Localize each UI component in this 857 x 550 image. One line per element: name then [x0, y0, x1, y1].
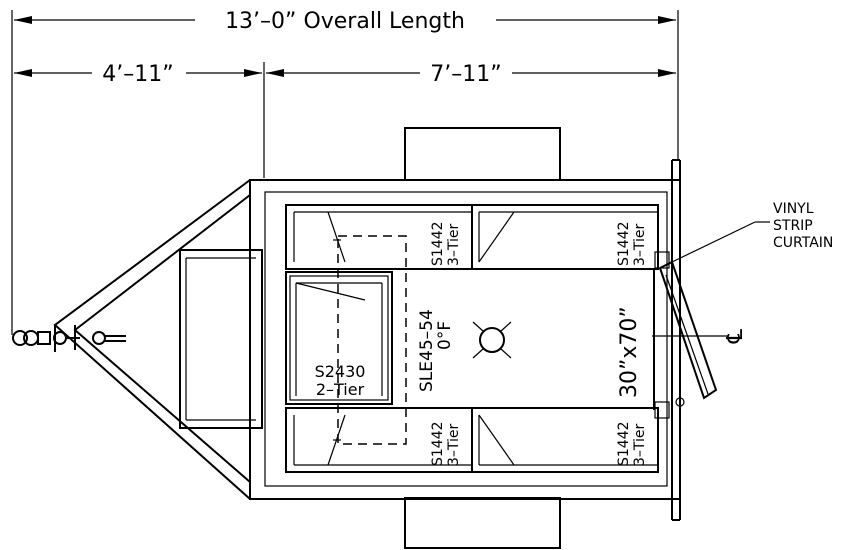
tongue-length-label: 4’–11” — [102, 62, 173, 87]
overall-length-label: 13’–0” Overall Length — [225, 9, 465, 34]
curtain-line3: CURTAIN — [773, 235, 833, 251]
curtain-line2: STRIP — [773, 218, 813, 234]
box-length-dimension: 7’–11” — [266, 62, 676, 87]
shelf-top-right — [471, 204, 659, 270]
bottom-wheel — [404, 497, 561, 549]
ceiling-light-icon — [472, 321, 512, 359]
centerline-symbol: ℄ — [723, 328, 748, 344]
curtain-leader — [671, 221, 756, 263]
top-wheel — [404, 127, 561, 181]
box-length-label: 7’–11” — [430, 62, 501, 87]
shelf-tr-tier: 3–Tier — [632, 223, 648, 266]
rear-door — [652, 251, 728, 419]
shelf-br-model: S1442 — [616, 421, 632, 466]
shelf-center-tier: 2–Tier — [316, 380, 365, 399]
cooler-outline — [337, 235, 407, 445]
shelf-bottom-right — [471, 407, 659, 473]
shelf-tr-model: S1442 — [616, 221, 632, 266]
curtain-line1: VINYL — [773, 201, 814, 217]
shelf-bl-model: S1442 — [430, 421, 446, 466]
hitch-frame — [53, 179, 263, 500]
door-size: 30”x70” — [617, 306, 642, 398]
trailer-body-inner — [264, 191, 668, 487]
overall-length-dimension: 13’–0” Overall Length — [11, 9, 679, 335]
cooler-temp: 0°F — [435, 321, 455, 350]
shelf-tl-tier: 3–Tier — [446, 223, 462, 266]
hitch-coupler — [12, 330, 80, 346]
shelf-center — [285, 271, 393, 405]
shelf-tl-model: S1442 — [430, 221, 446, 266]
tongue-length-dimension: 4’–11” — [14, 62, 265, 178]
shelf-bl-tier: 3–Tier — [446, 423, 462, 466]
jack-stand — [92, 331, 126, 345]
shelf-center-model: S2430 — [315, 362, 366, 381]
cooler-model: SLE45–54 — [417, 309, 437, 392]
shelf-br-tier: 3–Tier — [632, 423, 648, 466]
